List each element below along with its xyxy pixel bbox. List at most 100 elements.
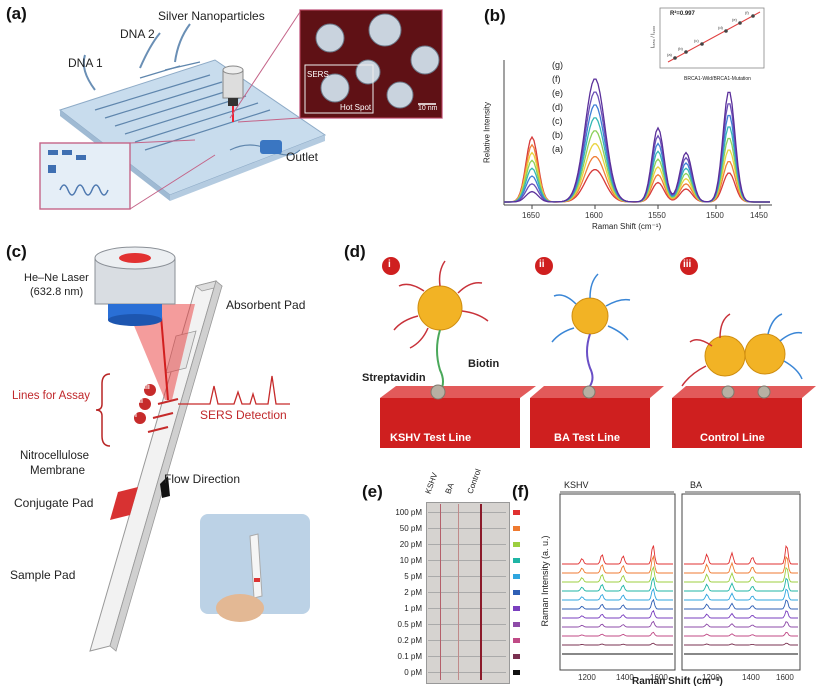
e-strip-row	[428, 528, 506, 529]
c-line-numeral: ii	[139, 398, 143, 405]
e-row-label: 0.5 pM	[397, 620, 422, 629]
f-spectrum-curve	[684, 555, 798, 574]
e-row-swatch	[513, 622, 520, 627]
e-column-header: Control	[465, 467, 483, 495]
conjugate-pad-label: Conjugate Pad	[14, 496, 94, 510]
c-line-numeral: i	[135, 412, 137, 419]
dna1-label: DNA 1	[68, 56, 103, 70]
b-inset-point-label: (b)	[678, 46, 684, 51]
e-row-swatch	[513, 526, 520, 531]
streptavidin-label: Streptavidin	[362, 372, 426, 384]
f-xlabel: Raman Shift (cm⁻¹)	[632, 676, 723, 687]
e-strip-row	[428, 576, 506, 577]
f-spectrum-curve	[684, 545, 798, 565]
f-spectrum-curve	[562, 576, 673, 592]
kshv-test-line-label: KSHV Test Line	[390, 432, 472, 444]
b-curve-label: (c)	[552, 116, 563, 126]
b-spectrum-curve	[504, 117, 770, 203]
laser-wavelength: (632.8 nm)	[30, 286, 84, 298]
f-spectrum-curve	[684, 588, 798, 601]
f-spectrum-curve	[684, 599, 798, 610]
f-spectrum-curve	[684, 577, 798, 592]
b-inset-point-label: (e)	[732, 17, 738, 22]
e-row-swatch	[513, 574, 520, 579]
e-row-swatch	[513, 654, 520, 659]
control-line-label: Control Line	[700, 432, 765, 444]
b-curve-label: (d)	[552, 102, 563, 112]
e-column-header: KSHV	[423, 471, 440, 495]
sers-label: SERS	[307, 70, 329, 79]
e-row-swatch	[513, 510, 520, 515]
lateral-flow-strip-illustration	[89, 246, 310, 652]
b-ylabel: Relative Intensity	[482, 102, 492, 163]
b-inset-xlabel: BRCA1-Wild/BRCA1-Mutation	[684, 76, 751, 82]
f-spectrum-curve	[684, 642, 798, 646]
panel-d: (d)	[340, 236, 824, 456]
sample-pad-label: Sample Pad	[10, 568, 76, 582]
e-row-label: 2 pM	[404, 588, 422, 597]
laser-label: He–Ne Laser	[24, 272, 89, 284]
absorbent-pad-label: Absorbent Pad	[226, 298, 306, 312]
e-strip-row	[428, 640, 506, 641]
e-row-label: 5 pM	[404, 572, 422, 581]
panel-d-label: (d)	[344, 242, 366, 261]
b-inset-point-label: (a)	[667, 52, 673, 57]
e-row-label: 0.1 pM	[397, 652, 422, 661]
b-curve-label: (g)	[552, 60, 563, 70]
b-inset-ylabel: I₁₆₅₀ / I₁₄₆₆	[650, 25, 657, 49]
b-spectrum-curve	[504, 104, 770, 203]
f-right-title: BA	[690, 480, 703, 490]
e-strip-row	[428, 592, 506, 593]
membrane-label: Membrane	[30, 465, 85, 477]
f-spectrum-curve	[684, 631, 798, 637]
biotin-label: Biotin	[468, 358, 500, 370]
e-strip-row	[428, 560, 506, 561]
e-ba-line	[458, 504, 459, 680]
e-kshv-line	[440, 504, 441, 680]
e-row-label: 100 pM	[395, 508, 422, 517]
e-row-label: 0.2 pM	[397, 636, 422, 645]
f-spectrum-curve	[562, 620, 673, 628]
e-row-swatch	[513, 670, 520, 675]
b-xtick-label: 1600	[585, 211, 603, 220]
d-marker: iii	[683, 259, 692, 270]
b-curve-label: (f)	[552, 74, 561, 84]
b-xlabel: Raman Shift (cm⁻¹)	[592, 222, 662, 231]
e-row-label: 0 pM	[404, 668, 422, 677]
microfluidic-chip-illustration: 10 nm	[39, 9, 443, 210]
panel-a-label: (a)	[6, 4, 27, 23]
nanoparticle-assay-illustration	[380, 257, 816, 448]
f-spectrum-curve	[562, 642, 673, 646]
b-xtick-label: 1450	[750, 211, 768, 220]
e-row-swatch	[513, 638, 520, 643]
panel-a: (a)	[0, 0, 470, 220]
f-spectrum-curve	[562, 609, 673, 619]
sers-detection-label: SERS Detection	[200, 408, 287, 422]
e-row-swatch	[513, 558, 520, 563]
b-xtick-label: 1650	[522, 211, 540, 220]
hot-spot-label: Hot Spot	[340, 103, 372, 112]
f-xtick-label-left: 1600	[650, 673, 668, 682]
b-inset-r2: R²=0.997	[670, 11, 695, 17]
e-strip-row	[428, 512, 506, 513]
scale-bar-label: 10 nm	[418, 105, 438, 112]
e-control-line	[480, 504, 482, 680]
dna2-label: DNA 2	[120, 27, 155, 41]
e-row-swatch	[513, 542, 520, 547]
panel-b: (b) 1650 1600 1550 1500 1450 (a) (b) (c) (d) (e)…	[470, 0, 824, 236]
e-strip-row	[428, 656, 506, 657]
f-spectrum-curve	[562, 598, 673, 610]
d-marker: ii	[539, 259, 545, 270]
e-row-label: 20 pM	[399, 540, 422, 549]
e-row-label: 1 pM	[404, 604, 422, 613]
b-spectrum-curve	[504, 78, 770, 203]
raman-spectra-chart: 1650 1600 1550 1500 1450 (a) (b) (c) (d) (e) (f)	[503, 7, 772, 220]
f-xtick-label-left: 1400	[616, 673, 634, 682]
b-inset-point-label: (d)	[718, 25, 724, 30]
b-xtick-label: 1500	[706, 211, 724, 220]
f-left-title: KSHV	[564, 480, 589, 490]
silver-nanoparticles-label: Silver Nanoparticles	[158, 9, 265, 23]
b-xtick-label: 1550	[648, 211, 666, 220]
ba-test-line-label: BA Test Line	[554, 432, 621, 444]
